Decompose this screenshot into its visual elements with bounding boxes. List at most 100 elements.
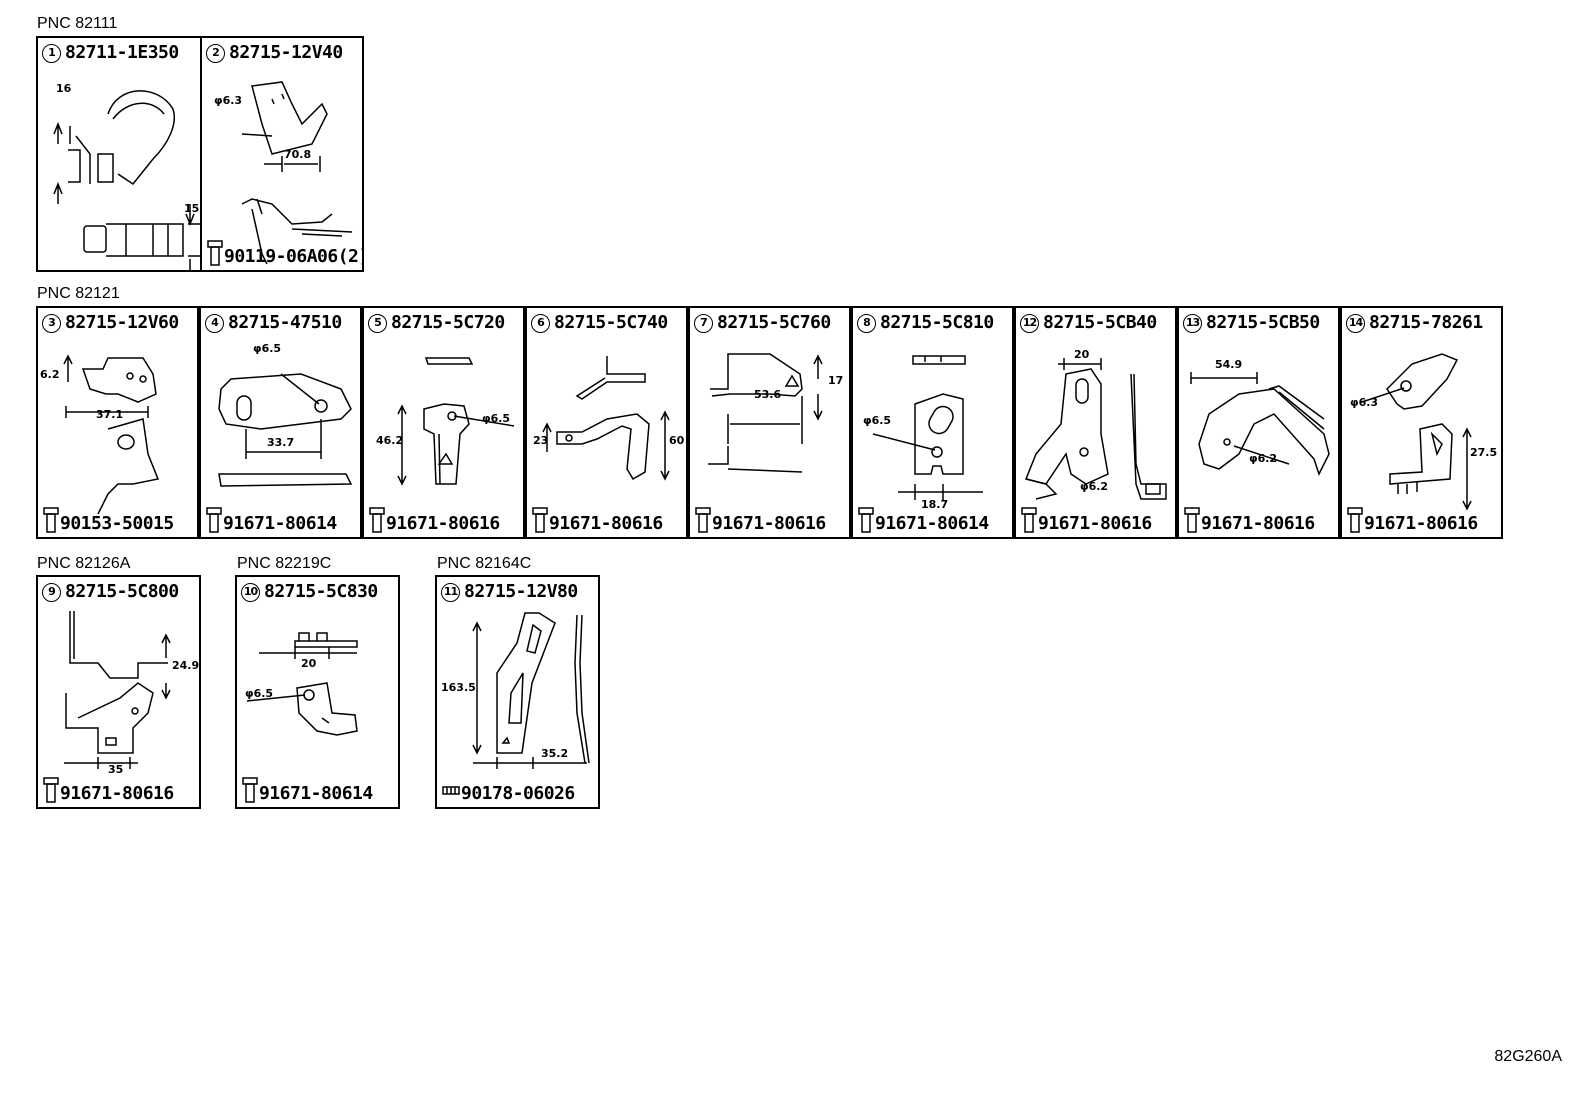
part-index-badge: 6 bbox=[531, 314, 550, 333]
part-number: 82715-78261 bbox=[1369, 312, 1483, 333]
bolt-icon bbox=[1184, 507, 1200, 533]
part-index-badge: 1 bbox=[42, 44, 61, 63]
bolt-icon bbox=[242, 777, 258, 803]
pnc-82126a-label: PNC 82126A bbox=[37, 555, 131, 572]
dim-label: φ6.3 bbox=[1350, 396, 1379, 409]
part-4-bracket-drawing bbox=[218, 373, 353, 487]
dim-label: 23 bbox=[533, 434, 549, 447]
dim-label: φ6.5 bbox=[863, 414, 892, 427]
fastener-number: 91671-80616 bbox=[1201, 513, 1315, 534]
fastener-number: 91671-80614 bbox=[875, 513, 989, 534]
dim-label: 33.7 bbox=[267, 436, 295, 449]
part-number: 82715-5CB40 bbox=[1043, 312, 1157, 333]
part-index-badge: 13 bbox=[1183, 314, 1202, 333]
diagram-code: 82G260A bbox=[1494, 1048, 1562, 1065]
bolt-icon bbox=[1347, 507, 1363, 533]
dim-label: φ6.3 bbox=[214, 94, 243, 107]
part-number: 82715-5C830 bbox=[264, 581, 378, 602]
part-9-fastener[interactable]: 91671-80616 bbox=[42, 777, 174, 804]
fastener-number: 91671-80616 bbox=[1038, 513, 1152, 534]
part-number: 82715-47510 bbox=[228, 312, 342, 333]
dim-label: 20 bbox=[1074, 348, 1090, 361]
part-index-badge: 2 bbox=[206, 44, 225, 63]
dim-label: 46.2 bbox=[376, 434, 404, 447]
part-13-fastener[interactable]: 91671-80616 bbox=[1183, 507, 1315, 534]
part-index-badge: 11 bbox=[441, 583, 460, 602]
bolt-icon bbox=[206, 507, 222, 533]
part-13-bracket-drawing bbox=[1190, 372, 1330, 476]
part-10-bracket-drawing bbox=[246, 632, 358, 736]
part-2-fastener[interactable]: 90119-06A06(2) bbox=[206, 240, 362, 267]
fastener-number: 91671-80614 bbox=[223, 513, 337, 534]
part-index-badge: 3 bbox=[42, 314, 61, 333]
part-index-badge: 5 bbox=[368, 314, 387, 333]
part-14-fastener[interactable]: 91671-80616 bbox=[1346, 507, 1478, 534]
part-number: 82715-5C740 bbox=[554, 312, 668, 333]
bolt-icon bbox=[1021, 507, 1037, 533]
part-5-fastener[interactable]: 91671-80616 bbox=[368, 507, 500, 534]
screw-icon bbox=[43, 507, 59, 533]
part-index-badge: 12 bbox=[1020, 314, 1039, 333]
part-11-stay-drawing bbox=[472, 612, 590, 769]
pnc-82121-label: PNC 82121 bbox=[37, 285, 120, 302]
dim-label: φ6.2 bbox=[1249, 452, 1278, 465]
part-number: 82715-12V40 bbox=[229, 42, 343, 63]
dim-label: 163.5 bbox=[441, 681, 476, 694]
dim-label: φ6.5 bbox=[253, 342, 282, 355]
dim-label: 53.6 bbox=[754, 388, 782, 401]
part-6-fastener[interactable]: 91671-80616 bbox=[531, 507, 663, 534]
part-7-fastener[interactable]: 91671-80616 bbox=[694, 507, 826, 534]
bolt-icon bbox=[858, 507, 874, 533]
part-12-fastener[interactable]: 91671-80616 bbox=[1020, 507, 1152, 534]
part-number: 82715-5C760 bbox=[717, 312, 831, 333]
part-11-fastener[interactable]: 90178-06026 bbox=[441, 777, 575, 804]
part-7-bracket-drawing bbox=[708, 353, 823, 473]
part-4-fastener[interactable]: 91671-80614 bbox=[205, 507, 337, 534]
part-8-fastener[interactable]: 91671-80614 bbox=[857, 507, 989, 534]
fastener-number: 91671-80616 bbox=[1364, 513, 1478, 534]
pnc-82111-label: PNC 82111 bbox=[37, 15, 118, 32]
dim-label: 54.9 bbox=[1215, 358, 1243, 371]
part-index-badge: 7 bbox=[694, 314, 713, 333]
part-2-bracket-drawing bbox=[241, 81, 353, 265]
dim-label: 18.7 bbox=[921, 498, 949, 511]
part-3-fastener[interactable]: 90153-50015 bbox=[42, 507, 174, 534]
dim-label: 6.2 bbox=[40, 368, 60, 381]
part-8-bracket-drawing bbox=[872, 355, 983, 500]
fastener-number: 90178-06026 bbox=[461, 783, 575, 804]
dim-label: 24.9 bbox=[172, 659, 200, 672]
fastener-number: 91671-80614 bbox=[259, 783, 373, 804]
part-number: 82715-5CB50 bbox=[1206, 312, 1320, 333]
part-12-bracket-drawing bbox=[1024, 358, 1167, 500]
part-index-badge: 8 bbox=[857, 314, 876, 333]
part-number: 82715-5C720 bbox=[391, 312, 505, 333]
part-5-bracket-drawing bbox=[397, 357, 515, 486]
fastener-number: 91671-80616 bbox=[712, 513, 826, 534]
part-number: 82715-5C800 bbox=[65, 581, 179, 602]
pnc-82219c-label: PNC 82219C bbox=[237, 555, 332, 572]
part-index-badge: 14 bbox=[1346, 314, 1365, 333]
clip-icon bbox=[442, 786, 460, 795]
part-10-fastener[interactable]: 91671-80614 bbox=[241, 777, 373, 804]
bolt-icon bbox=[207, 240, 223, 266]
